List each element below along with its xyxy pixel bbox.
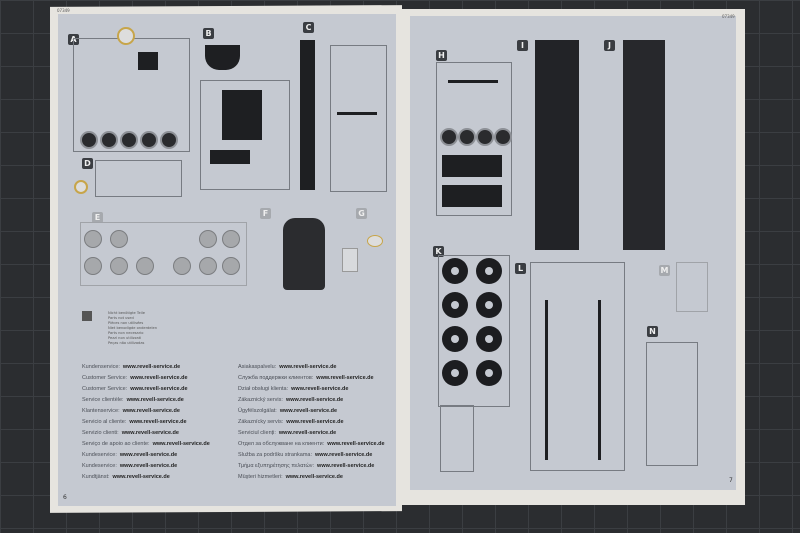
service-link[interactable]: www.revell-service.de (327, 441, 385, 447)
service-link[interactable]: www.revell-service.de (317, 463, 375, 469)
sprue-c-axle (337, 112, 377, 115)
service-link[interactable]: www.revell-service.de (279, 364, 337, 370)
service-link[interactable]: www.revell-service.de (129, 419, 187, 425)
service-link[interactable]: www.revell-service.de (285, 474, 343, 480)
sprue-b-part (210, 150, 250, 164)
sprue-label-h: H (436, 50, 447, 61)
sprue-label-e: E (92, 212, 103, 223)
sprue-f-grille (283, 218, 325, 290)
sprue-a-part (138, 52, 158, 70)
page-number-left: 6 (63, 494, 67, 501)
service-link[interactable]: www.revell-service.de (278, 430, 337, 436)
service-link[interactable]: www.revell-service.de (130, 375, 188, 381)
sprue-k (438, 255, 510, 407)
service-link[interactable]: www.revell-service.de (291, 386, 349, 392)
sprue-label-g: G (356, 208, 367, 219)
sprue-l-rail (545, 300, 548, 460)
service-link[interactable]: www.revell-service.de (286, 419, 344, 425)
service-link[interactable]: www.revell-service.de (119, 452, 178, 458)
sprue-label-m: M (659, 265, 670, 276)
page-number-right: 7 (729, 477, 733, 484)
service-link[interactable]: www.revell-service.de (285, 397, 344, 403)
sprue-g-clear-part (342, 248, 358, 272)
sprue-c-frame-rail (300, 40, 315, 190)
revell-logo-badge (117, 27, 135, 45)
revell-logo-badge-d (74, 180, 88, 194)
service-link[interactable]: www.revell-service.de (121, 430, 179, 436)
sprue-c (330, 45, 387, 192)
sprue-label-n: N (647, 326, 658, 337)
sprue-b-cab (205, 45, 240, 70)
sprue-m (676, 262, 708, 312)
sprue-h-axle (448, 80, 498, 83)
service-link[interactable]: www.revell-service.de (130, 386, 188, 392)
sprue-i-trailer-bed (535, 40, 579, 250)
sprue-label-f: F (260, 208, 271, 219)
sprue-label-b: B (203, 28, 214, 39)
sprue-label-i: I (517, 40, 528, 51)
booklet-code-left: 07349 (57, 8, 70, 13)
sprue-k-lower (440, 405, 474, 472)
sprue-label-j: J (604, 40, 615, 51)
service-link[interactable]: www.revell-service.de (314, 452, 373, 458)
sprue-label-k: K (433, 246, 444, 257)
sprue-e (80, 222, 247, 286)
sprue-l-rail-2 (598, 300, 601, 460)
clear-parts-badge (367, 235, 383, 247)
service-link[interactable]: www.revell-service.de (279, 408, 338, 414)
service-link[interactable]: www.revell-service.de (119, 463, 178, 469)
service-link[interactable]: www.revell-service.de (152, 441, 210, 447)
service-link[interactable]: www.revell-service.de (112, 474, 170, 480)
sprue-b-engine (222, 90, 262, 140)
sprue-j-trailer-deck (623, 40, 665, 250)
service-link[interactable]: www.revell-service.de (316, 375, 374, 381)
sprue-label-d: D (82, 158, 93, 169)
sprue-h-tank (442, 155, 502, 177)
sprue-b (200, 80, 290, 190)
service-link[interactable]: www.revell-service.de (126, 397, 184, 403)
sprue-d (95, 160, 182, 197)
service-link[interactable]: www.revell-service.de (122, 408, 180, 414)
booklet-code-right: 07349 (722, 14, 735, 19)
sprue-l (530, 262, 625, 471)
sprue-n (646, 342, 698, 466)
service-link[interactable]: www.revell-service.de (122, 364, 181, 370)
sprue-label-l: L (515, 263, 526, 274)
sprue-h-tank-2 (442, 185, 502, 207)
legend-swatch (82, 311, 92, 321)
sprue-label-c: C (303, 22, 314, 33)
